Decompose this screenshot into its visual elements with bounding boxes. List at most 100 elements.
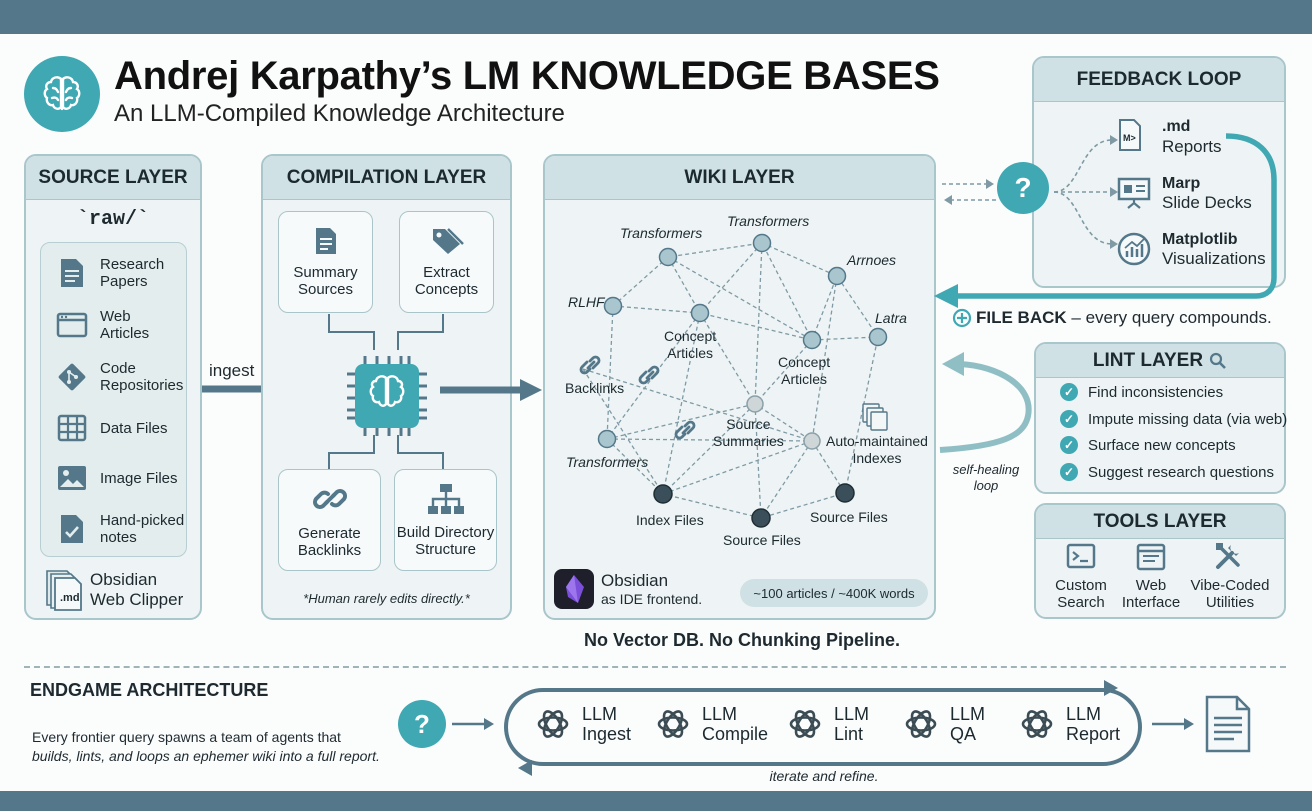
slides-icon bbox=[1116, 175, 1152, 216]
source-layer-title: SOURCE LAYER bbox=[26, 156, 200, 200]
terminal-icon bbox=[1066, 543, 1096, 574]
dashed-divider bbox=[24, 666, 1286, 668]
document-icon bbox=[56, 257, 88, 289]
markdown-icon: M> bbox=[1118, 118, 1142, 157]
file-back-arrow bbox=[934, 133, 1277, 308]
tool-custom-search-label: Custom Search bbox=[1055, 577, 1107, 611]
page-title: Andrej Karpathy’s LM KNOWLEDGE BASES bbox=[114, 54, 940, 98]
tags-icon bbox=[430, 226, 464, 260]
compilation-layer-title: COMPILATION LAYER bbox=[263, 156, 510, 200]
llm-step-top: LLM bbox=[702, 704, 738, 724]
loop-arrow-heads bbox=[518, 680, 1118, 776]
check-icon: ✓ bbox=[1060, 463, 1078, 481]
file-back-rest: – every query compounds. bbox=[1066, 308, 1272, 327]
obsidian-logo-icon bbox=[554, 569, 594, 614]
source-item-research-papers: Research Papers bbox=[56, 256, 164, 290]
llm-step-bottom: Ingest bbox=[582, 724, 632, 744]
openai-knot-icon bbox=[905, 710, 937, 738]
query-dashed-arrows bbox=[942, 179, 996, 205]
brain-chip-icon bbox=[337, 346, 437, 451]
lint-item-label: Find inconsistencies bbox=[1088, 383, 1224, 401]
endgame-line-1: Every frontier query spawns a team of ag… bbox=[32, 729, 341, 745]
source-item-label: Web Articles bbox=[100, 308, 150, 342]
wiki-label-source-summaries: Source Summaries bbox=[713, 416, 784, 449]
wiki-label-auto-indexes: Auto-maintained Indexes bbox=[826, 433, 928, 466]
svg-text:M>: M> bbox=[1123, 133, 1136, 143]
compile-to-wiki-arrow bbox=[440, 379, 542, 401]
lint-item: ✓ Suggest research questions bbox=[1060, 463, 1274, 481]
endgame-title: ENDGAME ARCHITECTURE bbox=[30, 680, 269, 700]
card-label: Generate Backlinks bbox=[297, 525, 362, 559]
wiki-label-index-files: Index Files bbox=[636, 512, 704, 528]
llm-step-bottom: Report bbox=[1066, 724, 1121, 744]
plus-circle-icon bbox=[952, 308, 972, 333]
card-label: Summary Sources bbox=[293, 264, 358, 298]
chart-icon bbox=[1116, 231, 1152, 272]
file-back-bold: FILE BACK bbox=[976, 308, 1067, 327]
llm-step-bottom: QA bbox=[950, 724, 977, 744]
wiki-label-transformers: Transformers bbox=[566, 454, 649, 470]
check-icon: ✓ bbox=[1060, 383, 1078, 401]
self-healing-arrow bbox=[939, 352, 1032, 453]
obsidian-label: Obsidian bbox=[601, 571, 669, 590]
lint-item-label: Surface new concepts bbox=[1088, 436, 1236, 454]
llm-step-bottom: Lint bbox=[834, 724, 864, 744]
to-loop-arrow bbox=[452, 718, 494, 730]
lint-item-label: Impute missing data (via web) bbox=[1088, 410, 1288, 428]
sitemap-icon bbox=[426, 482, 466, 520]
endgame-line-2: builds, lints, and loops an ephemer wiki… bbox=[32, 748, 380, 764]
source-item-label: Research Papers bbox=[100, 256, 165, 290]
openai-knot-icon bbox=[537, 710, 569, 738]
ingest-label: ingest bbox=[209, 361, 255, 380]
output-matplotlib-sub: Visualizations bbox=[1162, 249, 1266, 268]
checked-doc-icon bbox=[56, 513, 88, 545]
wiki-label-source-files: Source Files bbox=[810, 509, 888, 525]
feedback-loop-title: FEEDBACK LOOP bbox=[1034, 58, 1284, 102]
source-item-data-files: Data Files bbox=[56, 414, 168, 442]
generate-backlinks-card: Generate Backlinks bbox=[278, 469, 381, 571]
markdown-files-icon bbox=[44, 568, 84, 617]
source-item-image-files: Image Files bbox=[56, 464, 178, 492]
wiki-label-transformers: Transformers bbox=[620, 225, 703, 241]
self-healing-label: self-healing loop bbox=[952, 462, 1020, 493]
page-subtitle: An LLM-Compiled Knowledge Architecture bbox=[114, 100, 565, 127]
link-icon bbox=[312, 481, 348, 521]
llm-step-bottom: Compile bbox=[702, 724, 769, 744]
source-items-list bbox=[40, 242, 187, 557]
llm-step-top: LLM bbox=[950, 704, 986, 724]
wiki-label-backlinks: Backlinks bbox=[565, 380, 625, 396]
card-label: Build Directory Structure bbox=[396, 524, 495, 558]
wiki-label-rlhf: RLHF bbox=[568, 294, 605, 310]
wiki-label-concept-articles: Concept Articles bbox=[778, 354, 831, 387]
source-item-label: Code Repositories bbox=[100, 360, 184, 394]
iterate-label: iterate and refine. bbox=[769, 768, 879, 784]
output-md-sub: Reports bbox=[1162, 137, 1222, 156]
tool-web-interface-label: Web Interface bbox=[1121, 577, 1181, 611]
file-back-text: FILE BACK – every query compounds. bbox=[976, 308, 1272, 328]
wiki-layer-title: WIKI LAYER bbox=[545, 156, 934, 200]
search-icon bbox=[1209, 352, 1226, 369]
tools-icon bbox=[1214, 541, 1244, 576]
lint-item: ✓ Surface new concepts bbox=[1060, 436, 1236, 454]
lint-layer-head: LINT LAYER bbox=[1036, 344, 1284, 378]
wiki-label-transformers: Transformers bbox=[727, 213, 810, 229]
wiki-layer-panel: WIKI LAYER bbox=[543, 154, 936, 620]
source-item-label: Image Files bbox=[100, 469, 178, 487]
output-md-head: .md bbox=[1162, 118, 1191, 135]
lint-item: ✓Impute missing data (via web) bbox=[1060, 410, 1287, 428]
lint-layer-title: LINT LAYER bbox=[1092, 349, 1204, 371]
lint-item-label: Suggest research questions bbox=[1088, 463, 1274, 481]
raw-folder-label: `raw/` bbox=[76, 208, 149, 231]
extract-concepts-card: Extract Concepts bbox=[399, 211, 494, 313]
llm-step-top: LLM bbox=[582, 704, 618, 724]
document-icon bbox=[314, 226, 338, 260]
top-bar bbox=[0, 0, 1312, 34]
summary-sources-card: Summary Sources bbox=[278, 211, 373, 313]
question-bubble-icon: ? bbox=[997, 162, 1049, 214]
compilation-connectors bbox=[328, 314, 444, 471]
wiki-label-latra: Latra bbox=[875, 310, 907, 326]
check-icon: ✓ bbox=[1060, 436, 1078, 454]
